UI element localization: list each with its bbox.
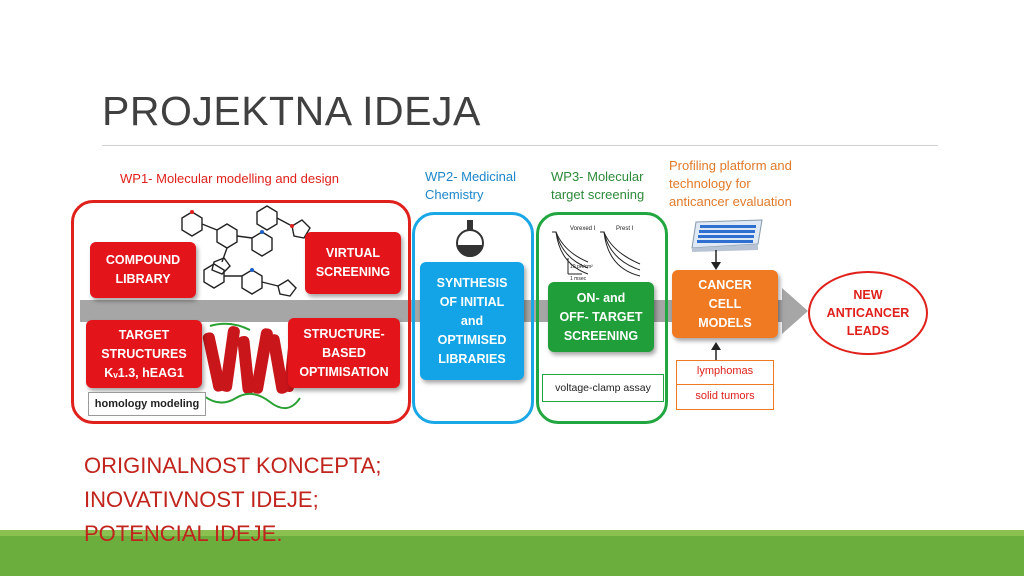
synthesis-line: LIBRARIES	[438, 351, 506, 366]
target-structures-box: TARGET STRUCTURES Kᵥ1.3, hEAG1	[86, 320, 202, 388]
profiling-header-line: anticancer evaluation	[669, 194, 792, 209]
cancer-models-line: MODELS	[698, 315, 752, 330]
trace-label: Prest I	[616, 226, 634, 232]
wp2-header-line: Chemistry	[425, 187, 484, 202]
current-traces-image: Vorexed I Prest I 10 pA/cm² 1 msec	[552, 226, 641, 282]
wp3-frame	[536, 212, 668, 424]
synthesis-line: OPTIMISED	[437, 332, 507, 347]
wp2-frame	[412, 212, 534, 424]
structure-based-line: STRUCTURE-	[303, 326, 385, 341]
compound-library-box: COMPOUND LIBRARY	[90, 242, 196, 298]
screening-line: SCREENING	[563, 328, 639, 343]
page-title: PROJEKTNA IDEJA	[102, 88, 481, 134]
solid-tumors-label: solid tumors	[695, 390, 755, 402]
arrow-down-to-cancer-models	[711, 250, 721, 270]
bottom-decor-band-highlight	[0, 530, 1024, 536]
trace-label: 10 pA/cm²	[570, 264, 593, 270]
arrow-up-to-cancer-models	[711, 342, 721, 362]
leads-line: ANTICANCER	[826, 306, 910, 320]
structure-based-line: OPTIMISATION	[299, 364, 389, 379]
profiling-header: Profiling platform and technology for an…	[669, 157, 792, 211]
well-plate-image	[691, 219, 763, 252]
bullet-originalnost: ORIGINALNOST KONCEPTA;	[84, 453, 382, 478]
target-structures-line: Kᵥ1.3, hEAG1	[104, 365, 184, 380]
synthesis-line: SYNTHESIS	[436, 275, 508, 290]
wp3-header: WP3- Molecular target screening	[551, 168, 644, 204]
compound-library-line: LIBRARY	[115, 272, 171, 286]
synthesis-box: SYNTHESIS OF INITIAL and OPTIMISED LIBRA…	[420, 262, 524, 380]
wp2-header: WP2- Medicinal Chemistry	[425, 168, 516, 204]
leads-line: NEW	[853, 288, 883, 302]
profiling-header-line: technology for	[669, 176, 751, 191]
wp1-frame	[71, 200, 411, 424]
profiling-header-line: Profiling platform and	[669, 158, 792, 173]
wp3-header-line: WP3- Molecular	[551, 169, 644, 184]
new-anticancer-leads-ellipse: NEW ANTICANCER LEADS	[808, 271, 928, 355]
cancer-cell-models-box: CANCER CELL MODELS	[672, 270, 778, 338]
synthesis-line: and	[460, 313, 484, 328]
bottom-decor-band	[0, 530, 1024, 576]
lymphomas-label: lymphomas	[696, 365, 754, 377]
wp1-header: WP1- Molecular modelling and design	[120, 171, 339, 186]
compound-library-line: COMPOUND	[105, 253, 181, 267]
screening-line: ON- and	[576, 290, 626, 305]
bullet-inovativnost: INOVATIVNOST IDEJE;	[84, 487, 319, 512]
tumor-types-divider	[677, 384, 773, 385]
virtual-screening-line: VIRTUAL	[325, 246, 381, 260]
leads-line: LEADS	[846, 324, 890, 338]
cancer-models-line: CANCER	[698, 277, 752, 292]
screening-line: OFF- TARGET	[559, 309, 643, 324]
pipeline-arrow-head	[782, 288, 808, 334]
virtual-screening-box: VIRTUAL SCREENING	[305, 232, 401, 294]
title-divider	[102, 145, 938, 146]
on-off-target-screening-box: ON- and OFF- TARGET SCREENING	[548, 282, 654, 352]
structure-based-optimisation-box: STRUCTURE- BASED OPTIMISATION	[288, 318, 400, 388]
flask-icon	[456, 220, 484, 257]
trace-label: 1 msec	[570, 276, 587, 282]
wp3-header-line: target screening	[551, 187, 645, 202]
wp2-header-line: WP2- Medicinal	[425, 169, 517, 184]
structure-based-line: BASED	[322, 345, 366, 360]
molecule-structures-image	[181, 205, 311, 297]
virtual-screening-line: SCREENING	[315, 265, 391, 279]
target-structures-line: STRUCTURES	[101, 346, 187, 361]
tumor-types-box: lymphomas solid tumors	[676, 360, 774, 410]
bullet-potencial: POTENCIAL IDEJE.	[84, 521, 283, 546]
trace-label: Vorexed I	[570, 226, 596, 232]
voltage-clamp-assay-box: voltage-clamp assay	[542, 374, 664, 402]
synthesis-line: OF INITIAL	[439, 294, 505, 309]
homology-modeling-box: homology modeling	[88, 392, 206, 416]
target-structures-line: TARGET	[118, 327, 170, 342]
cancer-models-line: CELL	[708, 296, 742, 311]
